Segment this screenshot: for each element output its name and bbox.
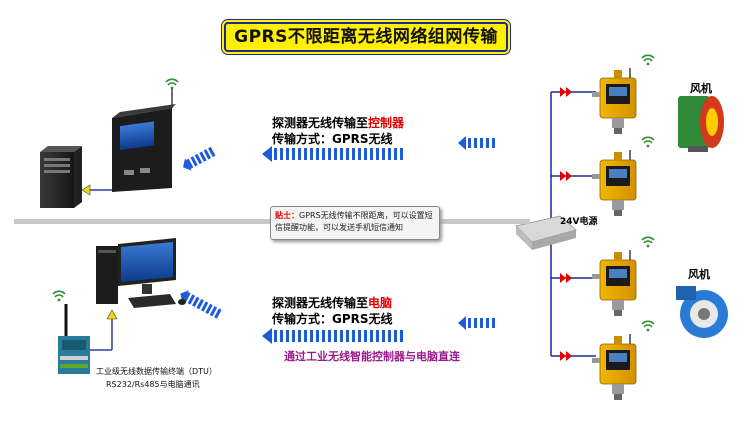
red-arrows: [560, 87, 572, 361]
tip-text: GPRS无线传输不限距离，可以设置短信提醒功能，可以发送手机短信通知: [275, 211, 433, 232]
computer-icon: [96, 238, 186, 308]
detector-3-icon: [591, 249, 637, 317]
fan-bottom-label: 风机: [688, 268, 710, 281]
bottom-path-target: 电脑: [368, 296, 393, 310]
top-path-target: 控制器: [368, 116, 405, 130]
top-arrows: [183, 136, 495, 171]
bottom-arrows: [180, 290, 495, 344]
tip-label: 贴士：: [275, 211, 299, 220]
server-icon: [40, 146, 82, 208]
power-supply-label: 24V电源: [560, 217, 598, 227]
dtu-icon: [58, 304, 90, 374]
bottom-path-caption: 通过工业无线智能控制器与电脑直连: [284, 350, 460, 363]
dtu-label-line2: RS232/Rs485与电脑通讯: [106, 380, 200, 389]
bottom-path-line2: 传输方式：GPRS无线: [272, 312, 393, 326]
fan-top-label: 风机: [690, 82, 712, 95]
bottom-path-line1: 探测器无线传输至电脑: [272, 294, 392, 311]
axial-fan-icon: [678, 96, 724, 152]
divider-line: [14, 219, 270, 224]
arrow-head-icon: [81, 184, 91, 196]
detector-1-icon: [591, 67, 637, 135]
top-path-prefix: 探测器无线传输至: [272, 116, 369, 130]
tip-note: 贴士：GPRS无线传输不限距离，可以设置短信提醒功能，可以发送手机短信通知: [270, 206, 440, 240]
bottom-path-prefix: 探测器无线传输至: [272, 296, 369, 310]
divider-line-right: [440, 219, 530, 224]
top-path-line1: 探测器无线传输至控制器: [272, 114, 404, 131]
centrifugal-fan-icon: [676, 286, 728, 338]
page-title: GPRS不限距离无线网络组网传输: [224, 22, 508, 52]
dtu-label-line1: 工业级无线数据传输终端（DTU）: [96, 367, 217, 376]
power-supply-icon: [515, 215, 577, 250]
detector-4-icon: [591, 333, 637, 401]
top-path-line2: 传输方式：GPRS无线: [272, 132, 393, 146]
arrow-up-icon: [106, 309, 118, 320]
detector-2-icon: [591, 149, 637, 217]
controller-icon: [112, 88, 176, 192]
